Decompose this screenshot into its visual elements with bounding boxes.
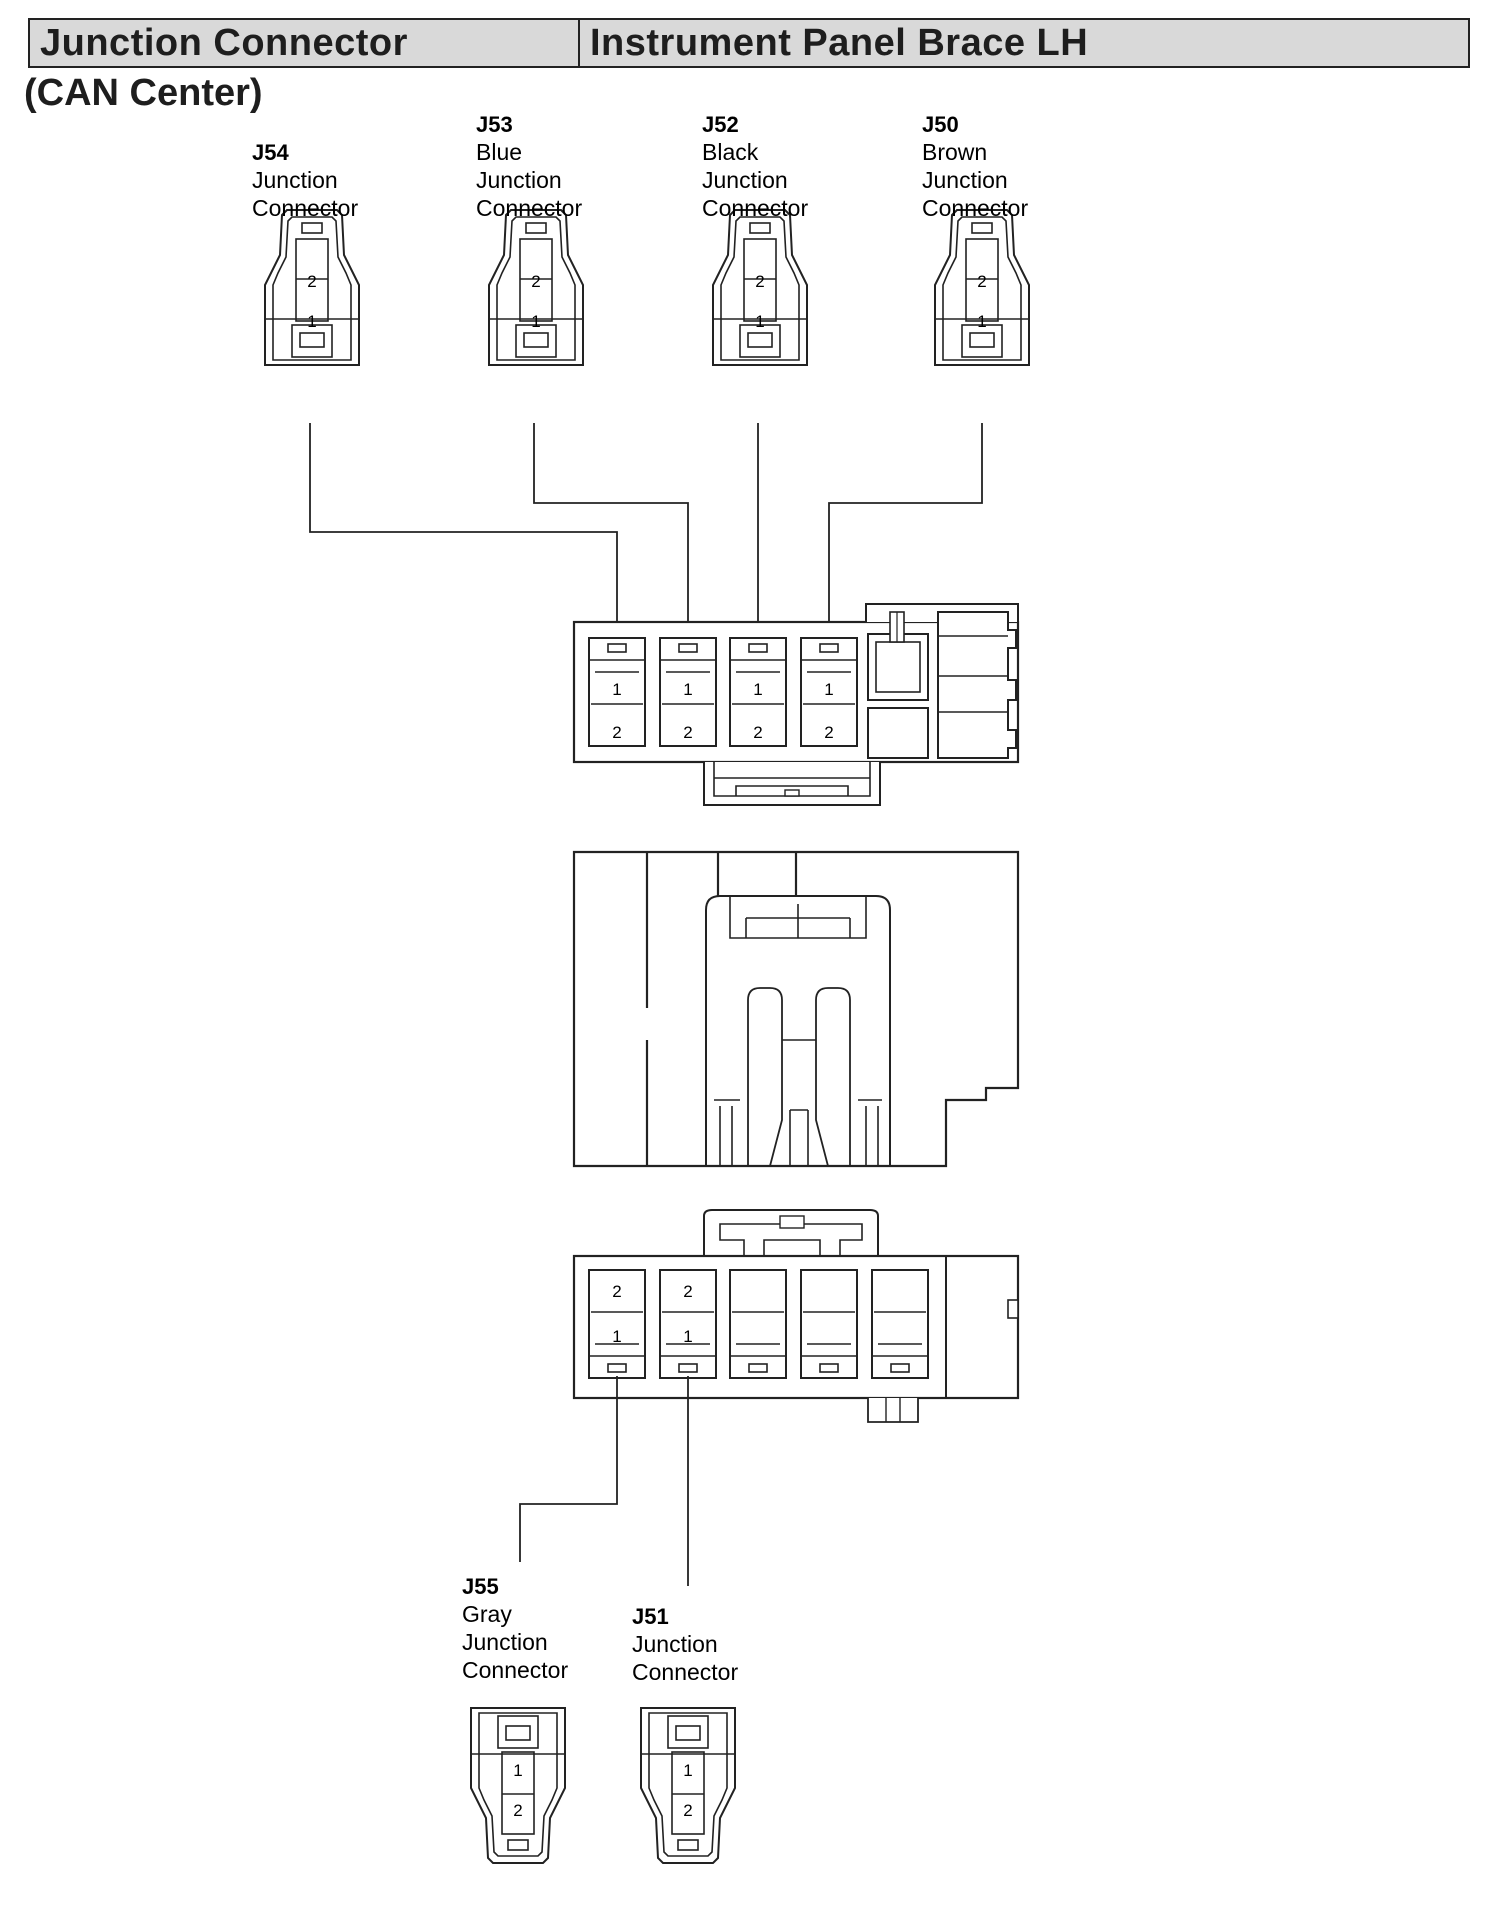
leader-lines-bottom [519, 1376, 689, 1586]
label-j54: J54 Junction Connector [252, 140, 358, 221]
pin-label: 1 [531, 312, 540, 331]
pin-label: 1 [824, 680, 833, 699]
connector-desc: Junction [632, 1631, 718, 1657]
pin-label: 1 [683, 1327, 692, 1346]
connector-desc: Brown [922, 139, 987, 165]
cavity-8 [800, 1269, 858, 1379]
cavity-7 [729, 1269, 787, 1379]
pin-label: 2 [683, 1282, 692, 1301]
pin-label: 2 [612, 723, 621, 742]
connector-desc: Connector [252, 195, 358, 221]
header-right-title: Instrument Panel Brace LH [578, 18, 1470, 68]
pin-label: 2 [824, 723, 833, 742]
pin-label: 2 [513, 1801, 522, 1820]
pin-label: 1 [683, 1761, 692, 1780]
pin-label: 1 [755, 312, 764, 331]
cavity-9 [871, 1269, 929, 1379]
connector-desc: Connector [702, 195, 808, 221]
connector-desc: Junction [252, 167, 338, 193]
connector-desc: Junction [702, 167, 788, 193]
connector-id: J50 [922, 112, 959, 137]
pin-label: 1 [977, 312, 986, 331]
connector-desc: Connector [922, 195, 1028, 221]
connector-desc: Junction [476, 167, 562, 193]
leader-lines-top [309, 423, 983, 625]
connector-desc: Black [702, 139, 759, 165]
connector-id: J52 [702, 112, 739, 137]
connector-desc: Connector [462, 1657, 568, 1683]
subtitle: (CAN Center) [24, 72, 263, 114]
pin-label: 2 [753, 723, 762, 742]
junction-block-side [572, 850, 1020, 1168]
junction-block-lower [572, 1209, 1020, 1423]
pin-label: 2 [977, 272, 986, 291]
connector-desc: Junction [462, 1629, 548, 1655]
connector-id: J51 [632, 1604, 669, 1629]
pin-label: 2 [307, 272, 316, 291]
header-left-title: Junction Connector [28, 18, 580, 68]
label-j51: J51 Junction Connector [632, 1604, 738, 1685]
label-j52: J52 Black Junction Connector [702, 112, 808, 221]
connector-j55 [470, 1707, 566, 1864]
connector-id: J54 [252, 140, 289, 165]
pin-label: 2 [531, 272, 540, 291]
label-j50: J50 Brown Junction Connector [922, 112, 1028, 221]
connector-desc: Blue [476, 139, 522, 165]
pin-label: 1 [612, 680, 621, 699]
pin-label: 1 [753, 680, 762, 699]
pin-label: 2 [683, 1801, 692, 1820]
connector-desc: Junction [922, 167, 1008, 193]
pin-label: 2 [612, 1282, 621, 1301]
connector-desc: Connector [476, 195, 582, 221]
connector-desc: Connector [632, 1659, 738, 1685]
label-j53: J53 Blue Junction Connector [476, 112, 582, 221]
pin-label: 1 [307, 312, 316, 331]
connector-id: J55 [462, 1574, 499, 1599]
connector-j51 [640, 1707, 736, 1864]
junction-block-upper [572, 603, 1020, 806]
connector-desc: Gray [462, 1601, 512, 1627]
label-j55: J55 Gray Junction Connector [462, 1574, 568, 1683]
pin-label: 1 [612, 1327, 621, 1346]
pin-label: 2 [683, 723, 692, 742]
pin-label: 1 [513, 1761, 522, 1780]
connector-id: J53 [476, 112, 513, 137]
pin-label: 1 [683, 680, 692, 699]
pin-label: 2 [755, 272, 764, 291]
